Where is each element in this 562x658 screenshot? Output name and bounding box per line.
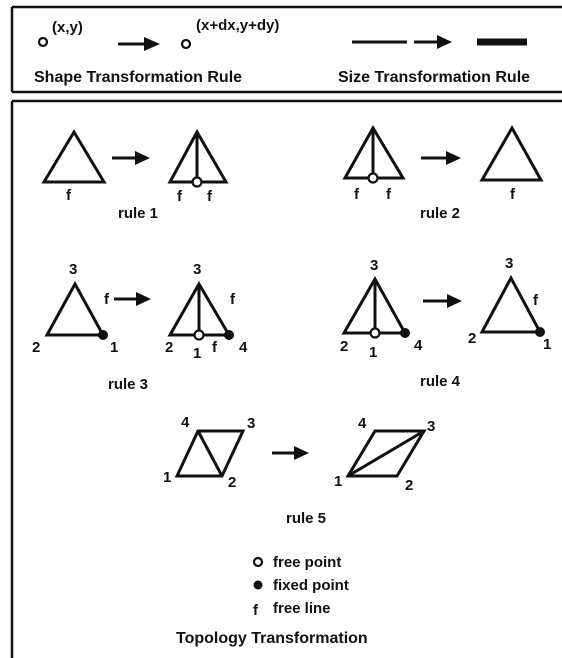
rule1-before-triangle: [41, 129, 107, 184]
rule3-after-mid-label: 1: [193, 345, 201, 362]
size-arrow-head-icon: [437, 35, 452, 49]
point-after-label: (x+dx,y+dy): [196, 17, 279, 34]
rule3-before-right-label: 1: [110, 339, 118, 356]
rule-4: 3 2 1 4 3 2 1 f rule 4: [340, 255, 551, 390]
legend-free-point-icon: [252, 556, 264, 568]
rule4-after-right-label: 1: [543, 336, 551, 353]
legend-fixed-point-icon: [253, 580, 263, 590]
rule3-after-top-label: 3: [193, 261, 201, 278]
free-point-icon: [180, 38, 192, 50]
rule2-before-edge-left-label: f: [354, 186, 360, 203]
rule1-after-edge-right-label: f: [207, 188, 213, 205]
rule4-fixed-point-icon: [400, 328, 410, 338]
rule2-caption: rule 2: [420, 205, 460, 222]
legend-free-point-label: free point: [273, 554, 341, 571]
rule-3: 3 2 1 f 3 2 1 f 4 f rule 3: [32, 261, 248, 393]
rule3-fixed-point-icon: [224, 330, 234, 340]
size-rule-caption: Size Transformation Rule: [338, 69, 530, 86]
rule2-arrow-head-icon: [446, 151, 461, 165]
rule5-caption: rule 5: [286, 510, 326, 527]
rule-2: f f f rule 2: [342, 124, 544, 222]
rule3-after-side-edge-label: f: [230, 291, 236, 308]
rule3-after-right-label: 4: [239, 339, 248, 356]
rule3-before-left-label: 2: [32, 339, 40, 356]
rule5-before-tl-label: 4: [181, 414, 190, 431]
rule3-before-triangle: [44, 280, 106, 337]
rule3-caption: rule 3: [108, 376, 148, 393]
rule2-after-triangle: [479, 124, 544, 182]
rule-5: 4 3 1 2 4 3 1 2 rule 5: [163, 414, 435, 527]
rule5-after-diagonal: [347, 429, 425, 478]
rule3-free-point-icon: [193, 329, 205, 341]
rule2-after-edge-label: f: [510, 186, 516, 203]
rule4-caption: rule 4: [420, 373, 461, 390]
rule5-before-tr-label: 3: [247, 415, 255, 432]
topology-panel: f f f rule 1 f f f rule 2 3: [10, 99, 562, 658]
rule5-before-diagonal: [196, 430, 224, 477]
rule1-free-point-icon: [191, 176, 203, 188]
rule5-after-tl-label: 4: [358, 415, 367, 432]
rule4-free-point-icon: [369, 327, 381, 339]
legend: free point fixed point f free line: [252, 554, 349, 619]
rule3-arrow-head-icon: [136, 292, 151, 306]
rule1-caption: rule 1: [118, 205, 158, 222]
rule4-before-right-label: 4: [414, 337, 423, 354]
rule4-fixed-point-icon: [535, 327, 545, 337]
rule3-after-bottom-edge-label: f: [212, 339, 218, 356]
rule4-after-top-label: 3: [505, 255, 513, 272]
legend-fixed-point-label: fixed point: [273, 577, 349, 594]
rule4-arrow-head-icon: [447, 294, 462, 308]
top-panel: (x,y) (x+dx,y+dy) Shape Transformation R…: [10, 5, 562, 94]
rule1-after-edge-left-label: f: [177, 188, 183, 205]
rule5-before-bl-label: 1: [163, 469, 171, 486]
rule5-after-parallelogram: [345, 429, 427, 478]
rule3-fixed-point-icon: [98, 330, 108, 340]
rule5-after-tr-label: 3: [427, 418, 435, 435]
figure-title: Topology Transformation: [176, 630, 368, 647]
rule4-before-top-label: 3: [370, 257, 378, 274]
rule1-before-edge-label: f: [66, 187, 72, 204]
legend-free-line-symbol: f: [253, 602, 259, 619]
free-point-icon: [37, 36, 49, 48]
rule2-free-point-icon: [367, 172, 379, 184]
rule4-after-edge-label: f: [533, 292, 539, 309]
rule1-arrow-head-icon: [135, 151, 150, 165]
rule-1: f f f rule 1: [41, 128, 229, 222]
rule3-after-left-label: 2: [165, 339, 173, 356]
rule3-before-edge-label: f: [104, 291, 110, 308]
rule5-before-br-label: 2: [228, 474, 236, 491]
rule2-before-edge-right-label: f: [386, 186, 392, 203]
rule3-before-top-label: 3: [69, 261, 77, 278]
rule4-before-left-label: 2: [340, 338, 348, 355]
rule4-after-triangle: [479, 274, 543, 334]
rule4-after-left-label: 2: [468, 330, 476, 347]
rule5-after-br-label: 2: [405, 477, 413, 494]
shape-arrow-head-icon: [144, 37, 160, 51]
rule4-before-mid-label: 1: [369, 344, 377, 361]
rule5-after-bl-label: 1: [334, 473, 342, 490]
rule5-arrow-head-icon: [294, 446, 309, 460]
point-before-label: (x,y): [52, 19, 83, 36]
legend-free-line-label: free line: [273, 600, 331, 617]
shape-rule-caption: Shape Transformation Rule: [34, 69, 242, 86]
